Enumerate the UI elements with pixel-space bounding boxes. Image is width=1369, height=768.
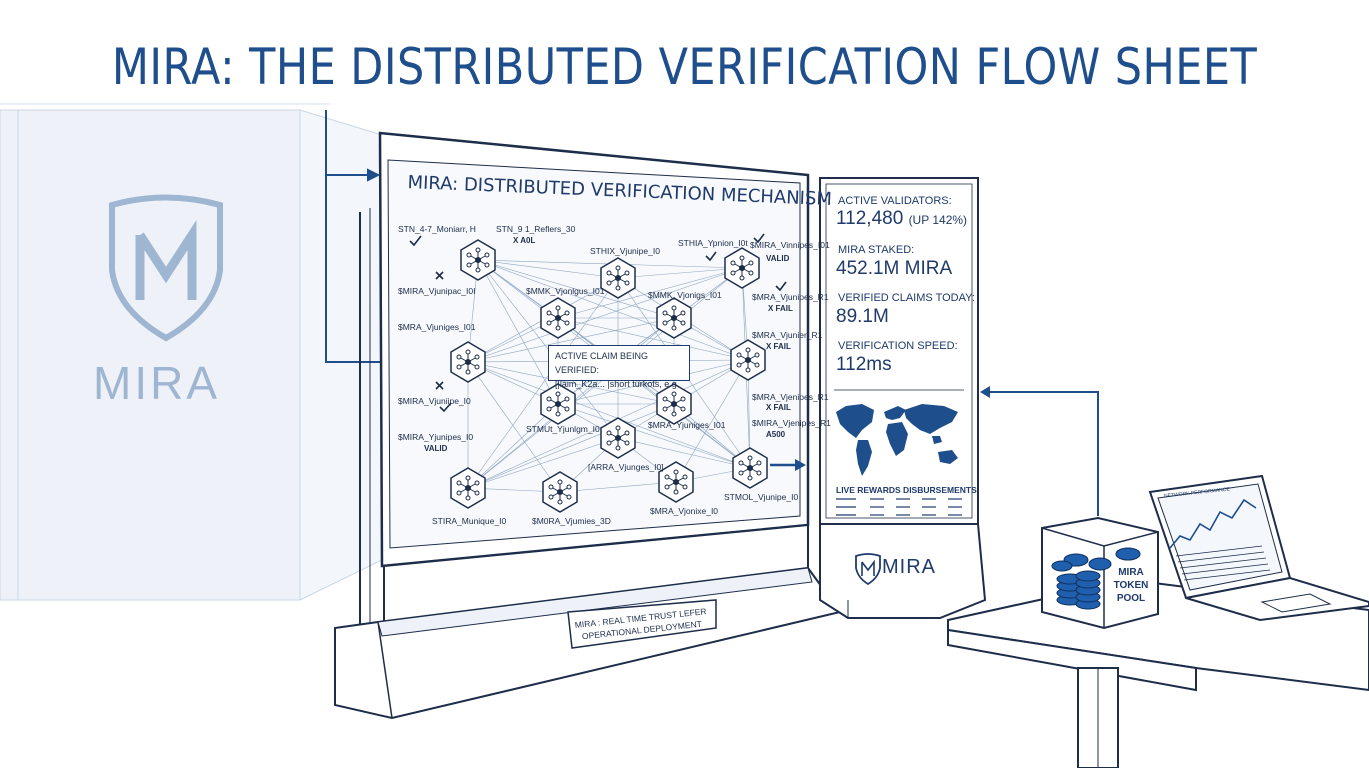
- board-output-arrow: [770, 459, 806, 471]
- check-icon: [775, 281, 787, 292]
- node-label: $MIRA_Vjenipes_R1: [752, 418, 831, 428]
- token-pool-line-2: TOKEN: [1113, 580, 1149, 591]
- stat-value: 112,480 (UP 142%): [836, 208, 968, 229]
- claim-heading: ACTIVE CLAIM BEING VERIFIED:: [555, 351, 649, 375]
- status-text: VALID: [766, 254, 790, 263]
- status-text: X FAIL: [766, 403, 791, 412]
- check-icon: [409, 235, 422, 247]
- stat-label: ACTIVE VALIDATORS:: [838, 195, 952, 207]
- node-label: STMOL_Vjunipe_I0: [724, 492, 799, 502]
- stat-value: 112ms: [836, 354, 892, 375]
- wall-logo-text: MIRA: [93, 357, 220, 409]
- active-claim-box: ACTIVE CLAIM BEING VERIFIED: [|laim_K2a.…: [548, 345, 690, 389]
- page-title: MIRA: THE DISTRIBUTED VERIFICATION FLOW …: [111, 38, 1258, 96]
- node-label: $M0RA_Vjumies_3D: [532, 516, 611, 526]
- kiosk-logo-text: MIRA: [882, 556, 936, 578]
- node-label: $MRA_Vjenipes_R1: [752, 392, 829, 402]
- node-label: STN_4-7_Moniarr, H: [398, 224, 476, 234]
- node-label: $MIRA_Vinnipes_I01: [750, 240, 830, 250]
- world-map-icon: [836, 404, 958, 476]
- token-pool-label: MIRA TOKEN POOL: [1106, 566, 1156, 605]
- node-label: $MIRA_Vjuniipe_I0: [398, 396, 471, 406]
- check-icon: [705, 251, 717, 262]
- node-label: $MIRA_Vjunipac_I0I: [398, 286, 476, 296]
- node-label: [ARRA_Vjunges_I0]: [588, 462, 664, 472]
- node-label: $MRA_Yjuniges_I01: [648, 420, 726, 430]
- feedback-arrow: [980, 386, 1099, 516]
- check-icon: [753, 233, 765, 244]
- laptop: [1148, 474, 1369, 622]
- token-pool-cube: [1041, 516, 1159, 630]
- status-marks: [409, 233, 787, 413]
- node-label: STN_9 1_Reflers_30: [496, 224, 576, 234]
- node-label: STMUt_Yjunlgm_I0: [526, 424, 600, 434]
- check-icon: [439, 402, 452, 413]
- node-label: STHIA_Ypnion_I0t: [678, 238, 748, 248]
- status-text: A500: [766, 430, 786, 439]
- kiosk-shield-icon: [855, 553, 881, 586]
- cross-icon: [435, 381, 444, 390]
- node-label: STIRA_Munique_I0: [432, 516, 507, 526]
- plaque-frame: [567, 599, 717, 649]
- node-label: $MMK_Vjonigs_I01: [648, 290, 722, 300]
- node-label: $MRA_Vjonixe_I0: [650, 506, 719, 516]
- node-label: $MRA_Vjunipes_R1: [752, 292, 829, 302]
- node-label: $MRA_Vjuniges_I01: [398, 322, 476, 332]
- node-label: $MRA_Vjunier_R1: [752, 330, 823, 340]
- rewards-ticker: [836, 498, 962, 516]
- node-label: $MMK_Vjonlgus_I01: [526, 286, 605, 296]
- claim-text: [|laim_K2a... |short turkots, e.g.: [555, 379, 680, 389]
- stat-value: 452.1M MIRA: [836, 258, 953, 279]
- node-label: STHIX_Vjunipe_I0: [590, 246, 660, 256]
- token-pool-line-1: MIRA: [1118, 567, 1144, 578]
- stat-label: VERIFIED CLAIMS TODAY:: [838, 292, 975, 304]
- rewards-title: LIVE REWARDS DISBURSEMENTS: [836, 485, 977, 495]
- status-text: X FAIL: [766, 342, 791, 351]
- back-wall: [0, 103, 383, 601]
- stat-label: MIRA STAKED:: [838, 244, 915, 256]
- status-text: X A0L: [513, 236, 536, 245]
- status-text: X FAIL: [768, 304, 793, 313]
- stat-value: 89.1M: [836, 306, 889, 327]
- stat-label: VERIFICATION SPEED:: [838, 340, 958, 352]
- wall-shield-logo-icon: [109, 194, 223, 342]
- token-pool-line-3: POOL: [1116, 593, 1146, 604]
- status-text: VALID: [424, 444, 448, 453]
- stats-kiosk: [819, 177, 987, 619]
- cross-icon: [435, 271, 444, 280]
- node-label: $MIRA_Yjunipes_I0: [398, 432, 474, 442]
